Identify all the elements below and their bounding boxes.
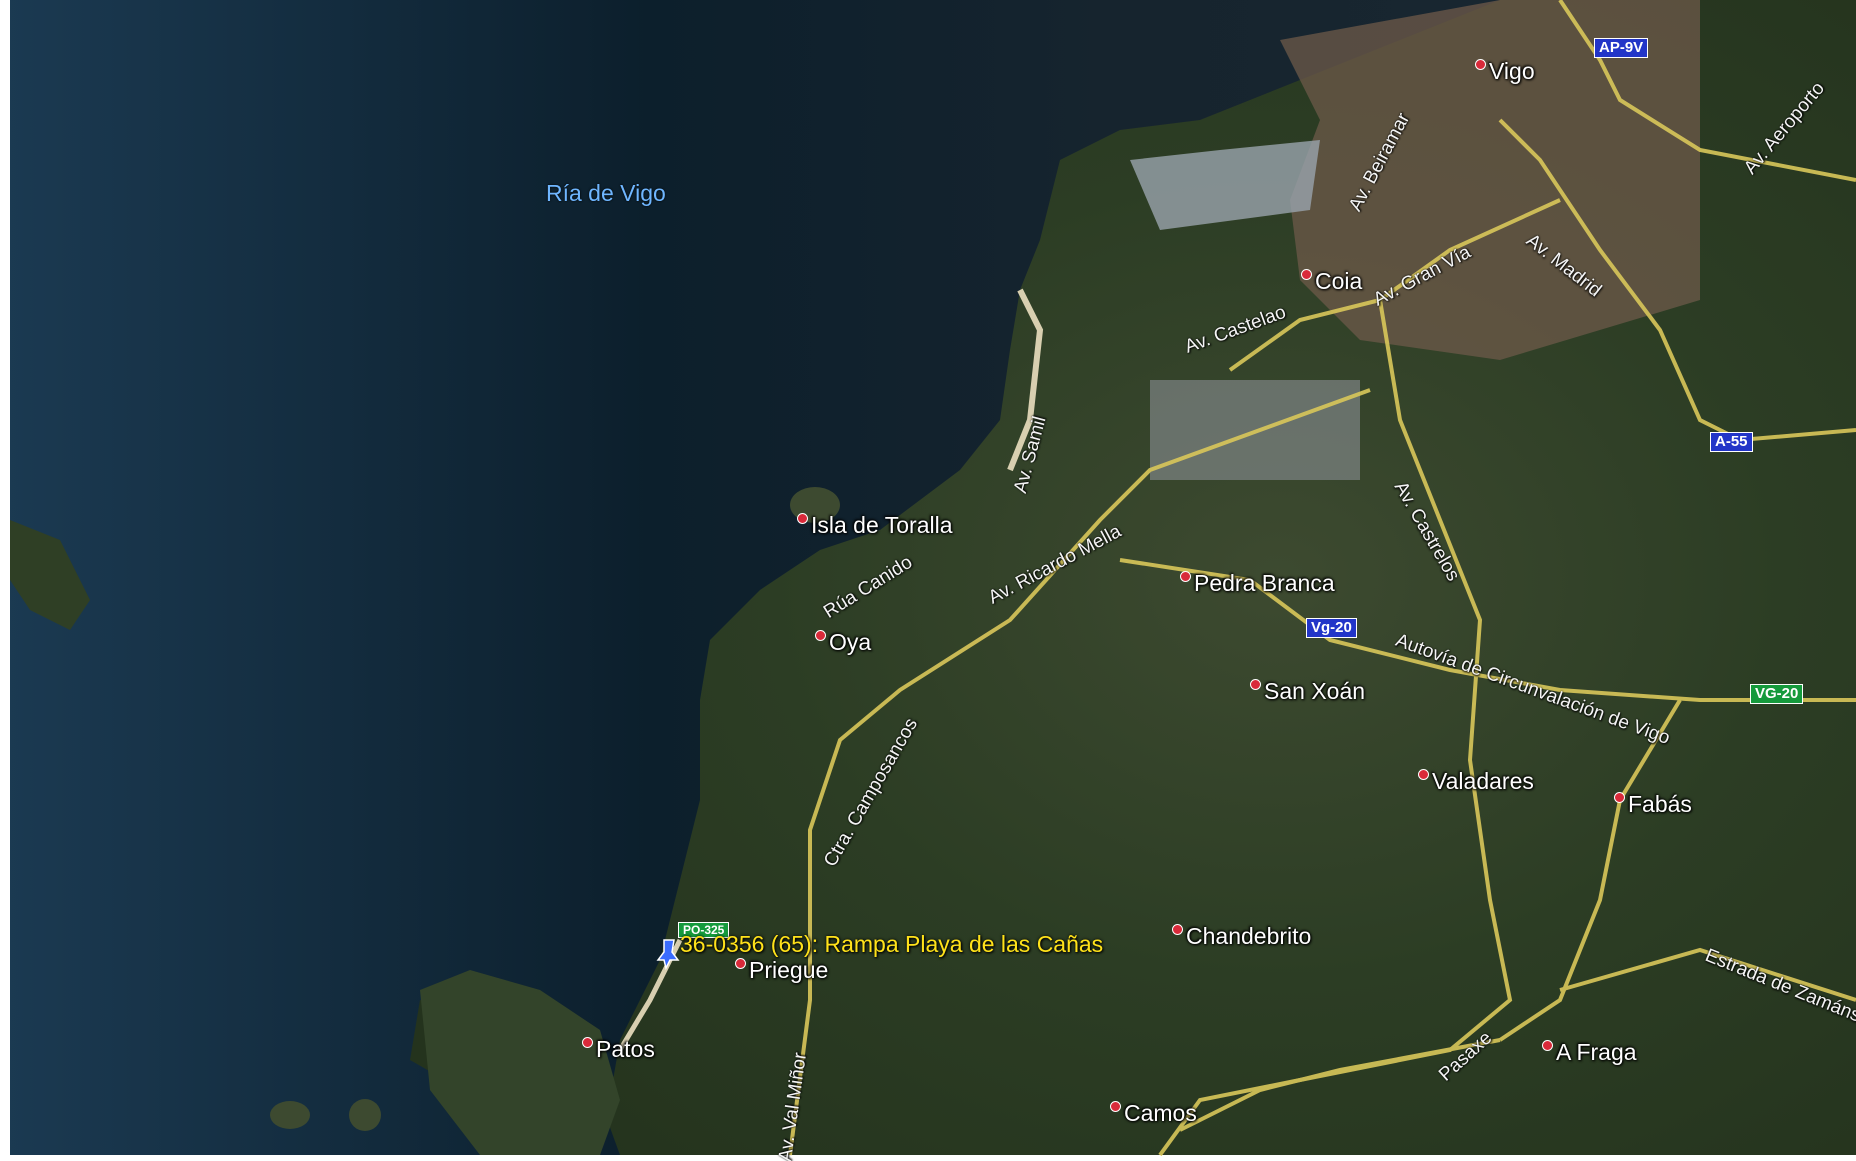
place-marker-icon bbox=[1301, 269, 1312, 281]
urban-vigo bbox=[1280, 0, 1700, 360]
place-marker-icon bbox=[582, 1037, 593, 1049]
place-marker-icon bbox=[1180, 571, 1191, 583]
shield-vg20-blue: Vg-20 bbox=[1306, 618, 1357, 638]
place-marker-icon bbox=[735, 958, 746, 970]
place-marker-icon bbox=[1418, 769, 1429, 781]
pin-label[interactable]: 36-0356 (65): Rampa Playa de las Cañas bbox=[680, 931, 1104, 957]
place-marker-icon bbox=[815, 630, 826, 642]
place-marker-icon bbox=[1542, 1040, 1553, 1052]
place-marker-icon bbox=[1110, 1101, 1121, 1113]
place-camos[interactable]: Camos bbox=[1110, 1100, 1197, 1127]
place-fabas[interactable]: Fabás bbox=[1614, 791, 1692, 818]
port bbox=[1130, 140, 1320, 230]
water-label-ria-de-vigo: Ría de Vigo bbox=[546, 180, 666, 206]
place-marker-icon bbox=[1250, 679, 1261, 691]
place-isla-de-toralla[interactable]: Isla de Toralla bbox=[797, 512, 953, 539]
place-valadares[interactable]: Valadares bbox=[1418, 768, 1534, 795]
shield-po325: PO-325 bbox=[678, 922, 730, 938]
island-left bbox=[10, 520, 90, 630]
place-marker-icon bbox=[797, 513, 808, 525]
place-oya[interactable]: Oya bbox=[815, 629, 871, 656]
place-pedra-branca[interactable]: Pedra Branca bbox=[1180, 570, 1335, 597]
place-patos[interactable]: Patos bbox=[582, 1036, 655, 1063]
place-marker-icon bbox=[1172, 924, 1183, 936]
place-vigo[interactable]: Vigo bbox=[1475, 58, 1535, 85]
shield-vg20-green: VG-20 bbox=[1750, 684, 1804, 704]
place-marker-icon bbox=[1614, 792, 1625, 804]
pushpin-icon[interactable] bbox=[656, 938, 682, 970]
place-marker-icon bbox=[1475, 59, 1486, 71]
shield-ap9v: AP-9V bbox=[1594, 38, 1649, 58]
road-network bbox=[788, 0, 1856, 1157]
place-a-fraga[interactable]: A Fraga bbox=[1542, 1039, 1637, 1066]
place-chandebrito[interactable]: Chandebrito bbox=[1172, 923, 1311, 950]
place-san-xoan[interactable]: San Xoán bbox=[1250, 678, 1365, 705]
place-coia[interactable]: Coia bbox=[1301, 268, 1362, 295]
shield-a55: A-55 bbox=[1710, 432, 1753, 452]
place-priegue[interactable]: Priegue bbox=[735, 957, 828, 984]
